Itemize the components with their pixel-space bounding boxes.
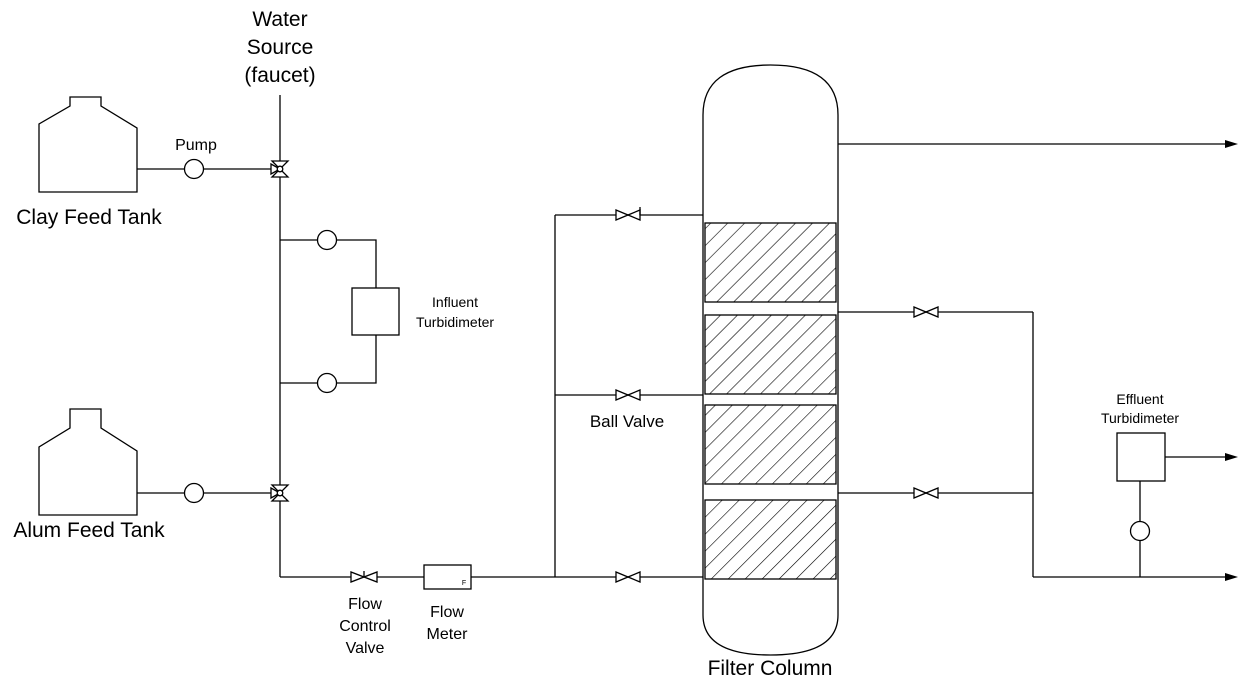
arrow-turbidimeter-outlet-icon	[1225, 453, 1238, 461]
water-source-label-line3: (faucet)	[244, 64, 315, 87]
flow-arrows	[1225, 140, 1238, 581]
flow-meter-box	[423, 564, 472, 590]
water-source-label-line2: Source	[247, 36, 314, 59]
effluent-pump-icon	[1129, 520, 1151, 542]
alum-feed-tank-label: Alum Feed Tank	[13, 519, 165, 542]
influent-turbidimeter-label-line2: Turbidimeter	[416, 314, 494, 330]
filter-media-beds	[704, 222, 837, 580]
piping	[137, 95, 1228, 578]
arrow-top-outlet-icon	[1225, 140, 1238, 148]
ball-valve-upper-outlet-icon	[913, 306, 939, 318]
filter-media-bed-3	[704, 404, 837, 485]
ball-valve-top-icon	[615, 209, 641, 221]
influent-sample-pipe-bottom	[280, 335, 377, 384]
filter-media-bed-1	[704, 222, 837, 303]
pump-label: Pump	[175, 137, 217, 154]
influent-turbidimeter-label-line1: Influent	[432, 294, 478, 310]
flow-control-valve-label-line3: Valve	[346, 640, 385, 657]
alum-pump-icon	[183, 482, 205, 504]
ball-valve-bottom-icon	[615, 571, 641, 583]
ball-valve-mid-icon	[615, 389, 641, 401]
clay-feed-tank-icon	[38, 96, 138, 193]
alum-feed-tank-icon	[38, 408, 138, 516]
flow-control-valve-label-line2: Control	[339, 618, 391, 635]
flow-meter-tag: F	[462, 580, 466, 587]
clay-feed-tank-label: Clay Feed Tank	[16, 206, 162, 229]
flow-control-valve-label-line1: Flow	[348, 596, 382, 613]
influent-pump-top-icon	[316, 229, 338, 251]
effluent-turbidimeter-label-line1: Effluent	[1116, 391, 1163, 407]
three-way-valve-alum-icon	[270, 484, 290, 502]
filter-media-bed-2	[704, 314, 837, 395]
influent-turbidimeter-box	[351, 287, 400, 336]
effluent-turbidimeter-box	[1116, 432, 1166, 482]
three-way-valve-clay-icon	[270, 160, 290, 178]
flow-meter-label-line1: Flow	[430, 604, 464, 621]
ball-valve-label: Ball Valve	[590, 412, 664, 431]
clay-pump-icon	[183, 158, 205, 180]
filter-media-bed-4	[704, 499, 837, 580]
water-source-label-line1: Water	[252, 8, 307, 31]
effluent-turbidimeter-label-line2: Turbidimeter	[1101, 410, 1179, 426]
filter-column-label: Filter Column	[708, 657, 833, 680]
arrow-bottom-outlet-icon	[1225, 573, 1238, 581]
influent-sample-pipe-top	[280, 239, 377, 288]
flow-meter-label-line2: Meter	[427, 626, 469, 643]
ball-valve-lower-outlet-icon	[913, 487, 939, 499]
influent-pump-bottom-icon	[316, 372, 338, 394]
